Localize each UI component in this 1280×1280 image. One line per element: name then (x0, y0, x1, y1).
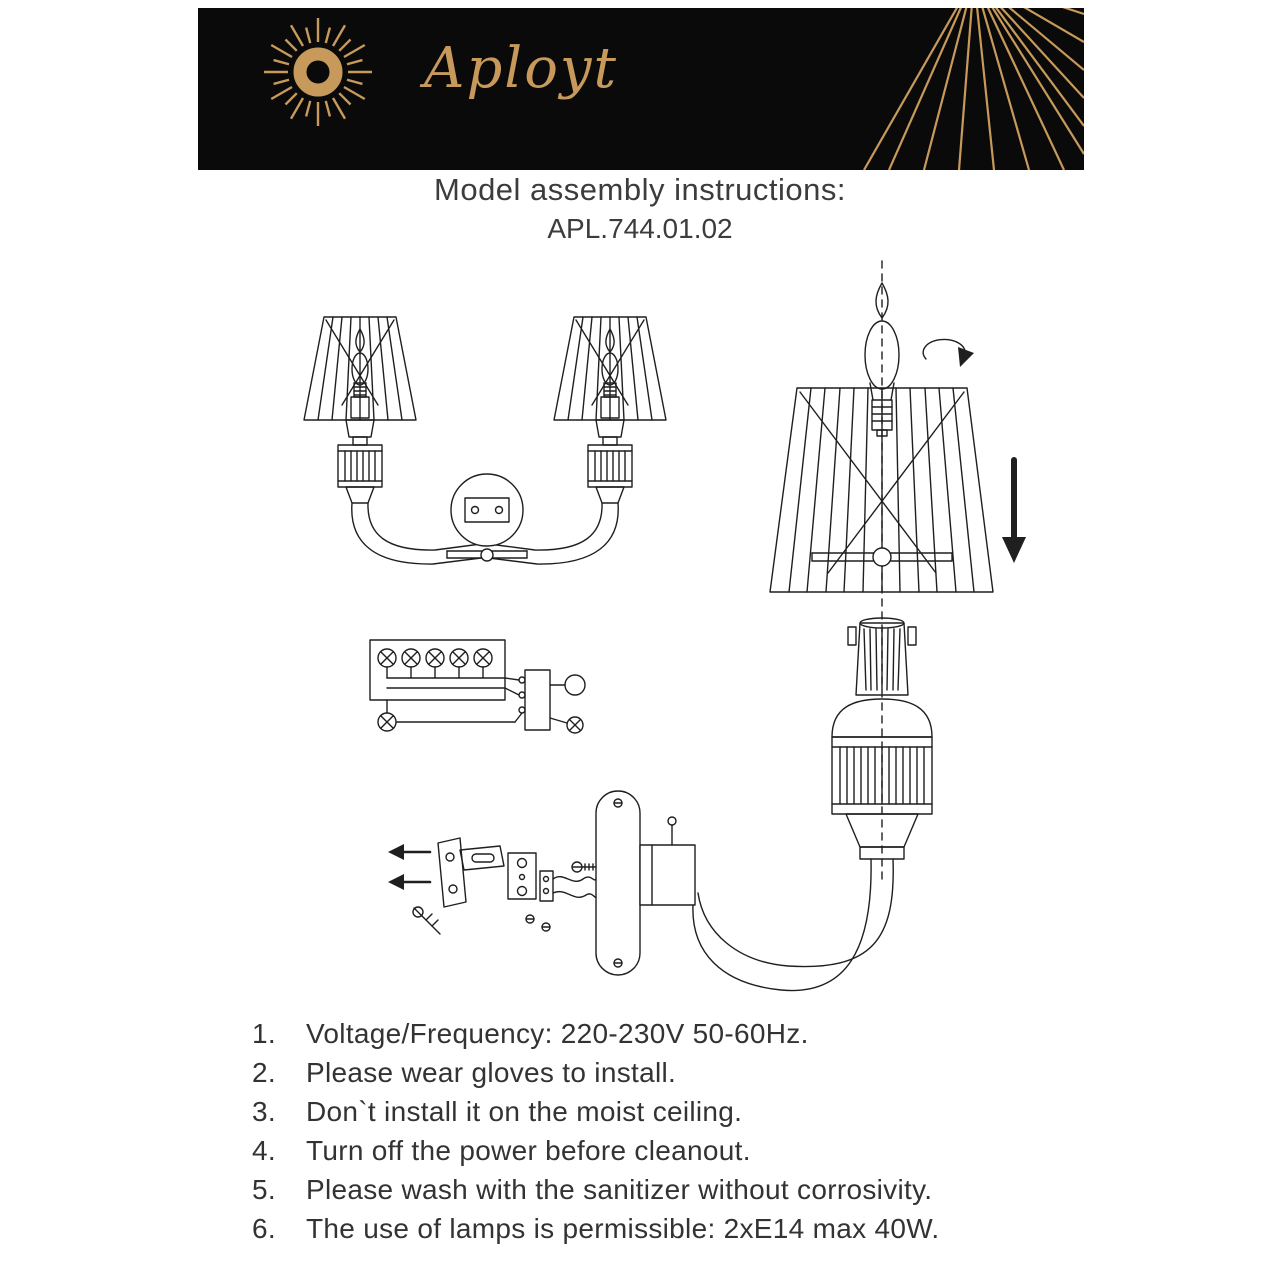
wire-connector (525, 870, 597, 932)
item-number: 3. (252, 1096, 276, 1127)
list-item: 1. Voltage/Frequency: 220-230V 50-60Hz. (252, 1014, 1112, 1053)
sconce-front-view-diagram (303, 316, 667, 565)
list-item: 5. Please wash with the sanitizer withou… (252, 1170, 1112, 1209)
direction-arrows (388, 844, 432, 890)
curved-arms (351, 502, 619, 565)
item-text: Please wash with the sanitizer without c… (306, 1174, 933, 1205)
terminal-block (369, 639, 506, 701)
glass-column (831, 698, 933, 860)
item-number: 2. (252, 1057, 276, 1088)
page-title: Model assembly instructions: (434, 172, 846, 207)
lamp-symbol (549, 674, 586, 734)
item-text: The use of lamps is permissible: 2xE14 m… (306, 1213, 940, 1244)
left-lamp (303, 316, 417, 504)
exploded-assembly-diagram (388, 260, 1026, 992)
list-item: 4. Turn off the power before cleanout. (252, 1131, 1112, 1170)
list-item: 6. The use of lamps is permissible: 2xE1… (252, 1209, 1112, 1248)
wiring-schematic-diagram (369, 639, 586, 734)
instructions-list: 1. Voltage/Frequency: 220-230V 50-60Hz. … (252, 1014, 1112, 1248)
socket-sleeve (847, 617, 917, 696)
item-text: Please wear gloves to install. (306, 1057, 677, 1088)
item-number: 1. (252, 1018, 276, 1049)
rotate-bulb-arrow-icon (922, 338, 974, 367)
driver-box (504, 669, 551, 731)
brand-logo-text: Aployt (424, 36, 619, 101)
list-item: 3. Don`t install it on the moist ceiling… (252, 1092, 1112, 1131)
item-number: 6. (252, 1213, 276, 1244)
wall-plate (595, 790, 641, 976)
item-number: 4. (252, 1135, 276, 1166)
item-text: Turn off the power before cleanout. (306, 1135, 751, 1166)
radiating-rays-icon (863, 8, 1084, 170)
wall-canopy (446, 473, 528, 562)
sunburst-icon (264, 18, 372, 126)
item-text: Don`t install it on the moist ceiling. (306, 1096, 743, 1127)
diagonal-screw (412, 906, 441, 935)
mounting-box (639, 816, 696, 906)
item-number: 5. (252, 1174, 276, 1205)
mounting-screw (571, 861, 597, 873)
ground-terminal (377, 699, 523, 732)
mounting-bracket (437, 837, 537, 908)
brand-header: Aployt (198, 8, 1084, 170)
lower-shade-arrow-icon (1002, 457, 1026, 563)
list-item: 2. Please wear gloves to install. (252, 1053, 1112, 1092)
item-text: Voltage/Frequency: 220-230V 50-60Hz. (306, 1018, 809, 1049)
curved-arm (692, 858, 894, 992)
title-block: Model assembly instructions: APL.744.01.… (0, 172, 1280, 245)
model-number: APL.744.01.02 (547, 213, 733, 244)
lampshade (769, 387, 994, 593)
